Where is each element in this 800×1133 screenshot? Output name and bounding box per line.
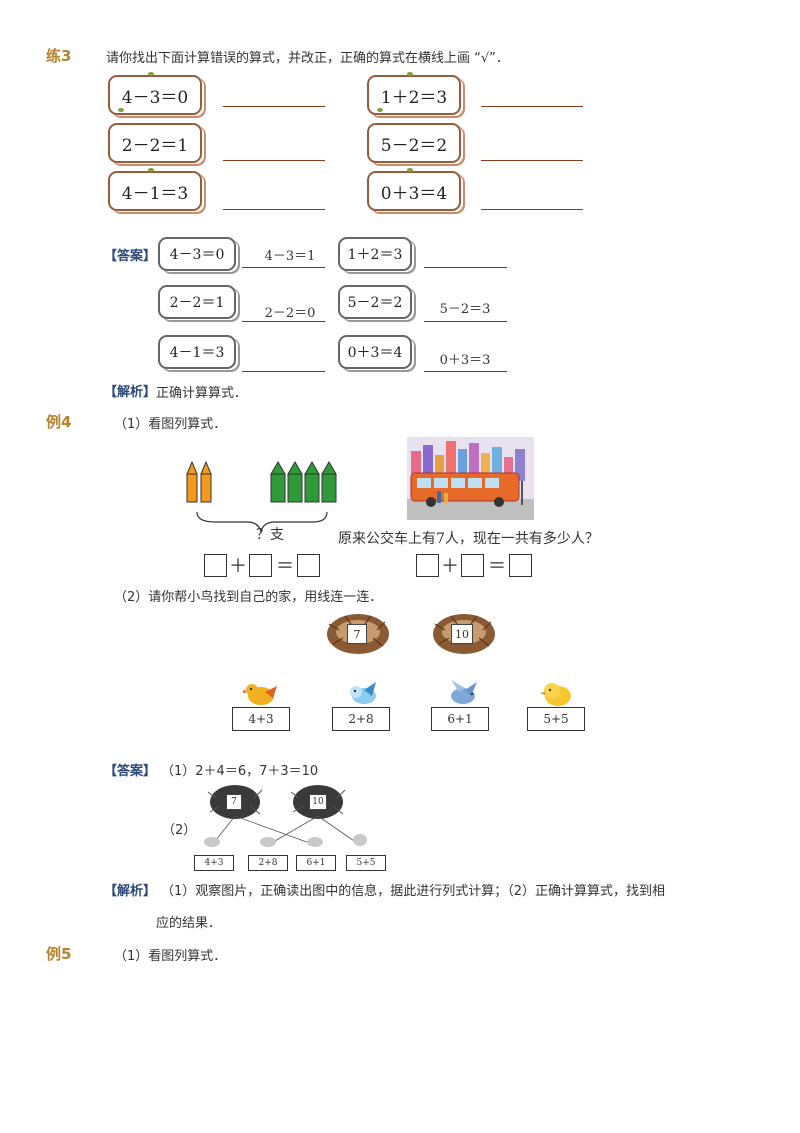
- bird-icon: [451, 680, 477, 704]
- equation-card[interactable]: 6+1: [431, 707, 489, 731]
- answer-equation-frame: 4－1＝3: [158, 335, 236, 369]
- analysis-tag: 【解析】: [104, 385, 157, 400]
- plus-sign: ＋: [229, 556, 247, 577]
- plus-sign: ＋: [441, 556, 459, 577]
- answer-box[interactable]: [297, 554, 320, 577]
- equation-frame: 5－2＝2: [367, 123, 461, 163]
- answer-line: [242, 321, 325, 322]
- answer-blank-line[interactable]: [481, 160, 583, 161]
- answer-blank-line[interactable]: [223, 209, 325, 210]
- answer-box[interactable]: [461, 554, 484, 577]
- answer-box[interactable]: [249, 554, 272, 577]
- equation-text: 4－3＝0: [121, 87, 189, 108]
- answer-equation-frame: 5－2＝2: [338, 285, 412, 319]
- nest-number: 7: [347, 624, 367, 644]
- nest-number: 10: [451, 624, 473, 644]
- nest-number: 10: [309, 794, 327, 810]
- equation-text: 0＋3＝4: [380, 183, 448, 204]
- equation-text: 4－1＝3: [121, 183, 189, 204]
- pencils-figure: [186, 460, 337, 533]
- analysis-text: 正确计算算式．: [156, 386, 248, 401]
- answer-text: （1）2＋4＝6，7＋3＝10: [161, 764, 319, 779]
- answer-equation-frame: 1＋2＝3: [338, 237, 412, 271]
- answer-value: 5－2＝3: [439, 302, 491, 317]
- pencil-icon: [186, 460, 212, 503]
- question-part-1: （1）看图列算式．: [114, 417, 227, 432]
- equation-frame: 2－2＝1: [108, 123, 202, 163]
- equation-text: 0＋3＝4: [347, 345, 403, 361]
- nest-number: 7: [226, 794, 242, 810]
- equation-frame: 1＋2＝3: [367, 75, 461, 115]
- leaf-icon: [118, 108, 124, 112]
- bird-icon: [540, 683, 571, 706]
- example-tag: 例4: [46, 413, 72, 431]
- answer-blank-line[interactable]: [223, 160, 325, 161]
- leaf-icon: [148, 168, 154, 172]
- answer-box[interactable]: [416, 554, 439, 577]
- answer-line: [424, 371, 507, 372]
- equation-text: 4－1＝3: [169, 345, 225, 361]
- bird-icon: [243, 684, 277, 705]
- equation-card: 4+3: [194, 855, 234, 871]
- equation-text: 5－2＝2: [380, 135, 448, 156]
- answer-equation-frame: 4－3＝0: [158, 237, 236, 271]
- equation-card[interactable]: 2+8: [332, 707, 390, 731]
- answer-blank-line[interactable]: [481, 106, 583, 107]
- equals-sign: ＝: [276, 556, 294, 577]
- answer-equation-frame: 0＋3＝4: [338, 335, 412, 369]
- answer-tag: 【答案】: [104, 249, 157, 264]
- leaf-icon: [407, 168, 413, 172]
- example-tag: 例5: [46, 945, 72, 963]
- equation-frame: 0＋3＝4: [367, 171, 461, 211]
- equation-text: 1＋2＝3: [347, 247, 403, 263]
- analysis-text: （1）观察图片，正确读出图中的信息，据此进行列式计算；（2）正确计算算式，找到相: [161, 884, 666, 899]
- answer-box[interactable]: [509, 554, 532, 577]
- bus-question: 原来公交车上有7人，现在一共有多少人？: [338, 531, 599, 547]
- exercise-tag: 练3: [46, 47, 72, 65]
- equation-frame: 4－1＝3: [108, 171, 202, 211]
- leaf-icon: [148, 72, 154, 76]
- equation-text: 4－3＝0: [169, 247, 225, 263]
- answer-box[interactable]: [204, 554, 227, 577]
- answer-part-2-label: （2）: [162, 823, 197, 838]
- bird-icon: [350, 682, 376, 704]
- analysis-text-continued: 应的结果．: [156, 916, 222, 931]
- equation-text: 5－2＝2: [347, 295, 403, 311]
- equation-card: 5+5: [346, 855, 386, 871]
- answer-value: 4－3＝1: [264, 249, 316, 264]
- answer-line: [242, 267, 325, 268]
- question-part-2: （2）请你帮小鸟找到自己的家，用线连一连．: [114, 590, 383, 605]
- brace-label: ？支: [256, 527, 284, 543]
- answer-tag: 【答案】: [104, 764, 157, 779]
- equation-text: 2－2＝1: [169, 295, 225, 311]
- bus-scene-image: [407, 437, 534, 520]
- leaf-icon: [407, 72, 413, 76]
- answer-value: 2－2＝0: [264, 306, 316, 321]
- analysis-tag: 【解析】: [104, 884, 157, 899]
- equation-card[interactable]: 4+3: [232, 707, 290, 731]
- equation-frame: 4－3＝0: [108, 75, 202, 115]
- pencil-icon: [270, 461, 337, 503]
- answer-line: [242, 371, 325, 372]
- answer-value: 0＋3＝3: [439, 353, 491, 368]
- answer-blank-line[interactable]: [223, 106, 325, 107]
- question-part-1: （1）看图列算式．: [114, 949, 227, 964]
- equation-card: 6+1: [296, 855, 336, 871]
- equation-card: 2+8: [248, 855, 288, 871]
- equation-text: 2－2＝1: [121, 135, 189, 156]
- answer-line: [424, 267, 507, 268]
- answer-blank-line[interactable]: [481, 209, 583, 210]
- equals-sign: ＝: [488, 556, 506, 577]
- leaf-icon: [377, 108, 383, 112]
- answer-line: [424, 321, 507, 322]
- equation-text: 1＋2＝3: [380, 87, 448, 108]
- bird-icon: [204, 834, 367, 847]
- exercise-instruction: 请你找出下面计算错误的算式，并改正，正确的算式在横线上画 “√”．: [106, 51, 509, 66]
- answer-equation-frame: 2－2＝1: [158, 285, 236, 319]
- equation-card[interactable]: 5+5: [527, 707, 585, 731]
